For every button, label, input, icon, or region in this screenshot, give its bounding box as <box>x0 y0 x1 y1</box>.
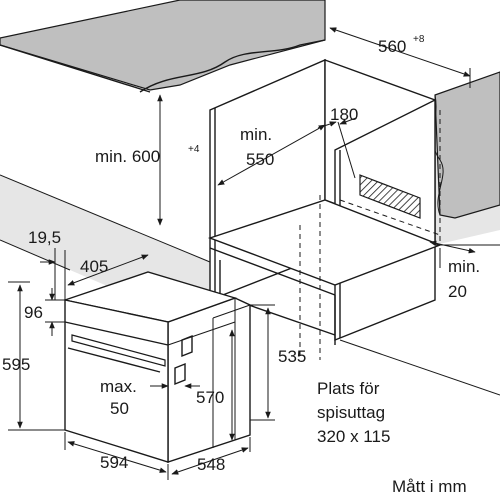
label-19-5: 19,5 <box>28 228 61 247</box>
oven-handle <box>71 334 166 367</box>
oven-bracket-upper <box>181 334 193 358</box>
label-600-tol: +4 <box>188 144 200 155</box>
countertop <box>0 0 326 91</box>
dim-180-b <box>339 117 357 125</box>
label-570: 570 <box>196 388 224 407</box>
oven-side-line <box>167 321 236 346</box>
label-535: 535 <box>278 347 306 366</box>
oven-mid-top <box>212 304 251 319</box>
right-countertop <box>434 71 500 219</box>
label-594: 594 <box>100 453 128 472</box>
label-550-line2: 550 <box>246 150 274 169</box>
dim-180-a <box>317 121 337 129</box>
label-405: 405 <box>80 257 108 276</box>
oven <box>62 271 251 463</box>
label-96: 96 <box>24 303 43 322</box>
countertop-break-edge <box>139 39 326 93</box>
oven-panel-line <box>64 321 169 346</box>
socket-area <box>359 174 421 219</box>
label-min20-line1: min. <box>448 257 480 276</box>
countertop-front-edge <box>0 44 151 93</box>
label-socket-note-1: Plats för <box>317 379 380 398</box>
label-units: Mått i mm <box>392 477 467 496</box>
label-socket-note-3: 320 x 115 <box>317 427 390 446</box>
label-548: 548 <box>197 455 225 474</box>
labels: 560 +8 min. 600 +4 min. 550 180 min. 20 … <box>2 34 480 496</box>
wall-base-line <box>0 174 211 263</box>
dim-594 <box>67 441 167 473</box>
label-550-line1: min. <box>240 125 272 144</box>
niche-floor-front <box>209 247 336 296</box>
oven-door-top <box>67 347 161 373</box>
oven-bracket-lower <box>174 362 186 386</box>
dim-550 <box>217 124 326 186</box>
dim-405 <box>67 254 149 286</box>
label-socket-note-2: spisuttag <box>317 403 385 422</box>
dim-548 <box>171 447 249 475</box>
floor-line-right <box>339 339 500 396</box>
dimensions <box>8 20 476 480</box>
label-600: min. 600 <box>95 147 160 166</box>
oven-side <box>167 297 251 463</box>
label-180: 180 <box>330 105 358 124</box>
label-560-tol: +8 <box>413 34 425 45</box>
label-min20-line2: 20 <box>448 282 467 301</box>
dim-560 <box>329 27 471 77</box>
dim-20 <box>429 240 476 254</box>
floor-line <box>0 239 71 271</box>
label-595: 595 <box>2 355 30 374</box>
dim-180-leader <box>337 121 356 179</box>
label-max50-line2: 50 <box>110 399 129 418</box>
label-560: 560 <box>378 37 406 56</box>
label-max50-line1: max. <box>100 377 137 396</box>
